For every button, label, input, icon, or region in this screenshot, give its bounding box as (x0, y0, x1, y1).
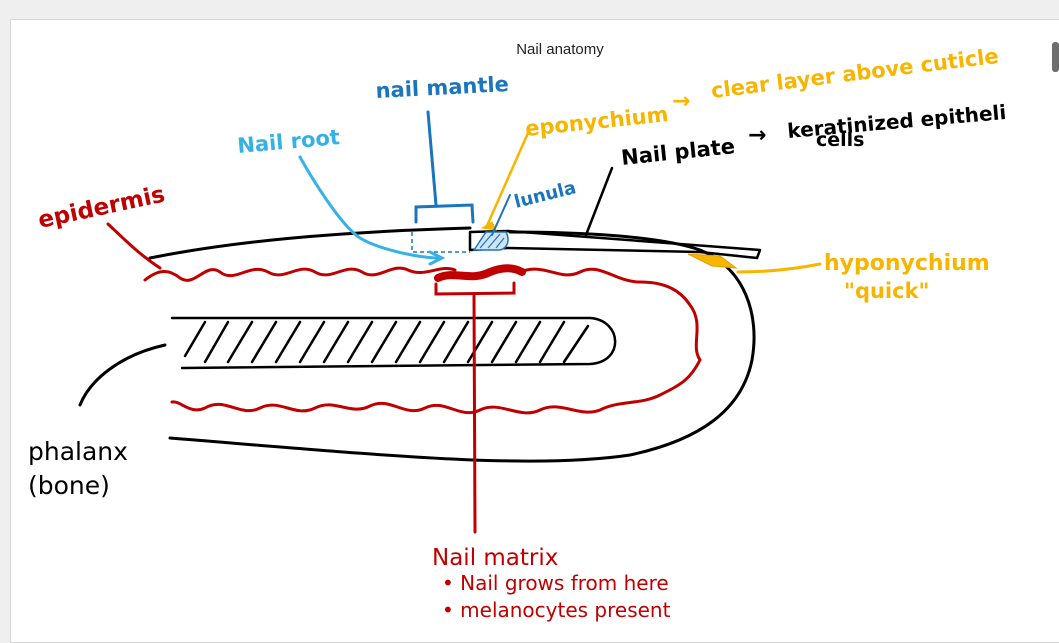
label-nail-mantle: nail mantle (375, 72, 509, 103)
label-nail-plate-desc-2: cells (816, 129, 864, 151)
finger-tip-outline (168, 230, 756, 463)
label-nail-plate-arrow: → (748, 123, 766, 148)
finger-outline (148, 226, 756, 463)
eponychium-leader (484, 131, 530, 230)
label-bone: (bone) (28, 471, 110, 500)
label-nail-plate: Nail plate (620, 134, 736, 170)
finger-top-outline (148, 226, 472, 260)
diagram-title: Nail anatomy (516, 41, 604, 58)
label-quick: "quick" (844, 279, 929, 303)
label-eponychium-arrow: → (672, 89, 690, 114)
nail-mantle-bracket (414, 110, 475, 224)
hyponychium-leader (736, 262, 822, 274)
lunula-leader (491, 194, 511, 236)
nail-matrix-bracket (434, 281, 516, 534)
label-eponychium: eponychium (524, 102, 670, 141)
label-phalanx: phalanx (28, 437, 128, 466)
lunula-shape (472, 231, 509, 251)
label-nail-root: Nail root (236, 125, 340, 158)
nail-root-arrow (298, 155, 446, 266)
label-hyponychium: hyponychium (824, 251, 990, 276)
phalanx-leader (78, 343, 167, 407)
label-nail-matrix: Nail matrix (432, 545, 558, 571)
nail-plate-leader (584, 166, 614, 237)
nail-matrix-shape (434, 264, 526, 282)
scrollbar-handle[interactable] (1052, 42, 1059, 72)
label-lunula: lunula (512, 177, 578, 213)
epidermis-wavy-line (143, 266, 702, 415)
label-matrix-note-1: • Nail grows from here (442, 571, 669, 595)
hyponychium-spot (687, 253, 738, 269)
nail-root-shape (411, 232, 470, 253)
phalanx-bone (170, 316, 617, 370)
label-matrix-note-2: • melanocytes present (442, 598, 671, 622)
epidermis-leader (106, 222, 162, 270)
label-eponychium-desc: clear layer above cuticle (710, 44, 1000, 103)
label-epidermis: epidermis (36, 182, 167, 234)
